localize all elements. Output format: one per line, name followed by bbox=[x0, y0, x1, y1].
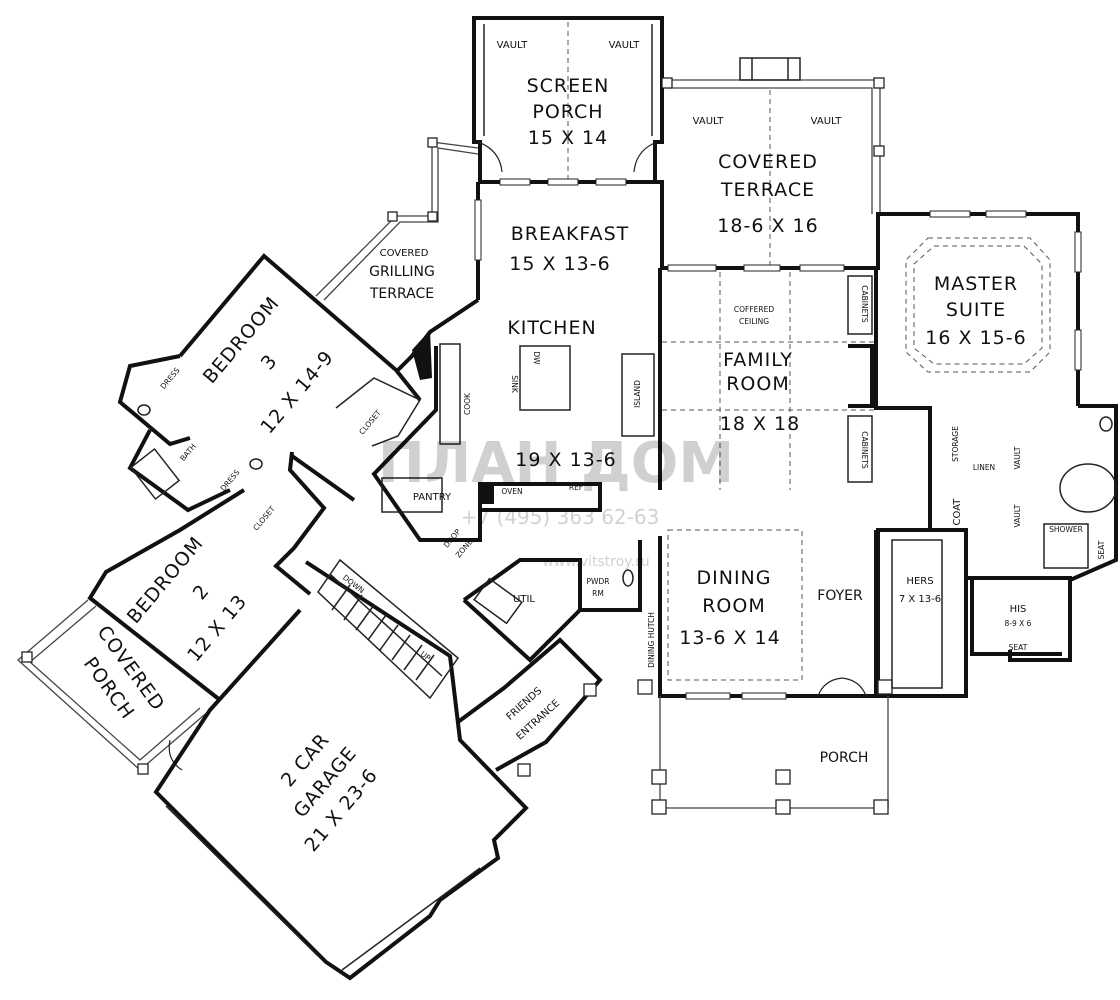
island-label: ISLAND bbox=[633, 380, 642, 408]
bedroom-2-number: 2 bbox=[189, 580, 214, 604]
dining-room-name-line1: DINING bbox=[697, 567, 772, 589]
kitchen-cluster bbox=[371, 298, 655, 542]
linen-label: LINEN bbox=[973, 463, 995, 472]
grilling-terrace bbox=[315, 137, 479, 301]
vault-label: VAULT bbox=[1013, 504, 1022, 527]
family-room-name-line1: FAMILY bbox=[723, 349, 793, 371]
screen-porch-name-line1: SCREEN bbox=[527, 75, 610, 97]
bedroom-2-dims: 12 X 13 bbox=[183, 590, 252, 666]
cabinets-label: CABINETS bbox=[860, 285, 869, 323]
seat-label: SEAT bbox=[1097, 540, 1106, 559]
covered-terrace-name-line2: TERRACE bbox=[720, 179, 815, 201]
closet-label: CLOSET bbox=[251, 504, 277, 532]
vault-label: VAULT bbox=[497, 40, 529, 51]
vault-label: VAULT bbox=[693, 116, 725, 127]
grilling-terrace-line3: TERRACE bbox=[369, 286, 434, 302]
bedroom-2-name: BEDROOM bbox=[123, 532, 208, 627]
seat-label: SEAT bbox=[1009, 643, 1028, 652]
dining-room-name-line2: ROOM bbox=[702, 595, 766, 617]
watermark-site: www.vitstroy.ru bbox=[542, 554, 649, 570]
grilling-terrace-line2: GRILLING bbox=[369, 264, 435, 280]
ref-label: REF bbox=[569, 483, 583, 492]
kitchen-name: KITCHEN bbox=[507, 317, 596, 339]
dress-label: DRESS bbox=[159, 366, 182, 391]
ceiling-lines bbox=[662, 237, 1117, 689]
covered-terrace bbox=[661, 57, 885, 266]
bedroom-3-number: 3 bbox=[257, 350, 282, 374]
hers-dims: 7 X 13-6 bbox=[899, 594, 941, 605]
watermark: ПЛАН ДОМ +7 (495) 363 62-63 www.vitstroy… bbox=[378, 431, 734, 570]
kitchen-dims: 19 X 13-6 bbox=[515, 449, 616, 471]
screen-porch-name-line2: PORCH bbox=[532, 101, 603, 123]
cabinets-label: CABINETS bbox=[860, 431, 869, 469]
screen-porch bbox=[472, 16, 664, 182]
shower-label: SHOWER bbox=[1049, 525, 1083, 534]
covered-terrace-name-line1: COVERED bbox=[718, 151, 818, 173]
vault-label: VAULT bbox=[609, 40, 641, 51]
watermark-brand: ПЛАН ДОМ bbox=[378, 431, 734, 496]
pwdr-line1: PWDR bbox=[587, 577, 610, 586]
vault-label: VAULT bbox=[1013, 446, 1022, 469]
master-suite-name-line1: MASTER bbox=[934, 273, 1018, 295]
front-porch bbox=[637, 677, 893, 815]
bedroom-wing bbox=[87, 253, 422, 702]
bedroom-3-name: BEDROOM bbox=[199, 292, 284, 387]
dishwasher-label: DW bbox=[532, 351, 541, 365]
his-name: HIS bbox=[1010, 604, 1027, 615]
coat-label: COAT bbox=[952, 498, 963, 526]
oven-label: OVEN bbox=[501, 487, 522, 496]
master-suite-name-line2: SUITE bbox=[946, 299, 1006, 321]
dress-label: DRESS bbox=[219, 468, 242, 493]
dining-hutch-label: DINING HUTCH bbox=[647, 612, 656, 668]
bath-label: BATH bbox=[178, 442, 198, 463]
breakfast-dims: 15 X 13-6 bbox=[509, 253, 610, 275]
screen-porch-dims: 15 X 14 bbox=[528, 127, 608, 149]
foyer-label: FOYER bbox=[817, 588, 863, 604]
storage-label: STORAGE bbox=[951, 426, 960, 462]
sink-label: SINK bbox=[510, 375, 519, 394]
his-dims: 8-9 X 6 bbox=[1005, 619, 1032, 628]
master-suite-dims: 16 X 15-6 bbox=[925, 327, 1026, 349]
cook-label: COOK bbox=[463, 392, 472, 415]
breakfast-name: BREAKFAST bbox=[511, 223, 630, 245]
grilling-terrace-line1: COVERED bbox=[380, 248, 429, 259]
dining-room-dims: 13-6 X 14 bbox=[679, 627, 780, 649]
coffered-ceiling-line2: CEILING bbox=[739, 317, 769, 326]
pwdr-line2: RM bbox=[592, 589, 604, 598]
covered-terrace-dims: 18-6 X 16 bbox=[717, 215, 818, 237]
family-room-dims: 18 X 18 bbox=[720, 413, 800, 435]
util-label: UTIL bbox=[513, 594, 535, 605]
pantry-label: PANTRY bbox=[413, 492, 452, 503]
watermark-phone: +7 (495) 363 62-63 bbox=[461, 505, 660, 529]
coffered-ceiling-line1: COFFERED bbox=[734, 305, 774, 314]
windows bbox=[474, 178, 1082, 700]
porch-label: PORCH bbox=[820, 750, 869, 766]
covered-porch-left bbox=[17, 599, 211, 775]
hers-name: HERS bbox=[906, 576, 933, 587]
garage bbox=[153, 560, 529, 981]
stairs bbox=[317, 558, 460, 700]
utility-area bbox=[456, 540, 642, 777]
family-room-name-line2: ROOM bbox=[726, 373, 790, 395]
vault-label: VAULT bbox=[811, 116, 843, 127]
